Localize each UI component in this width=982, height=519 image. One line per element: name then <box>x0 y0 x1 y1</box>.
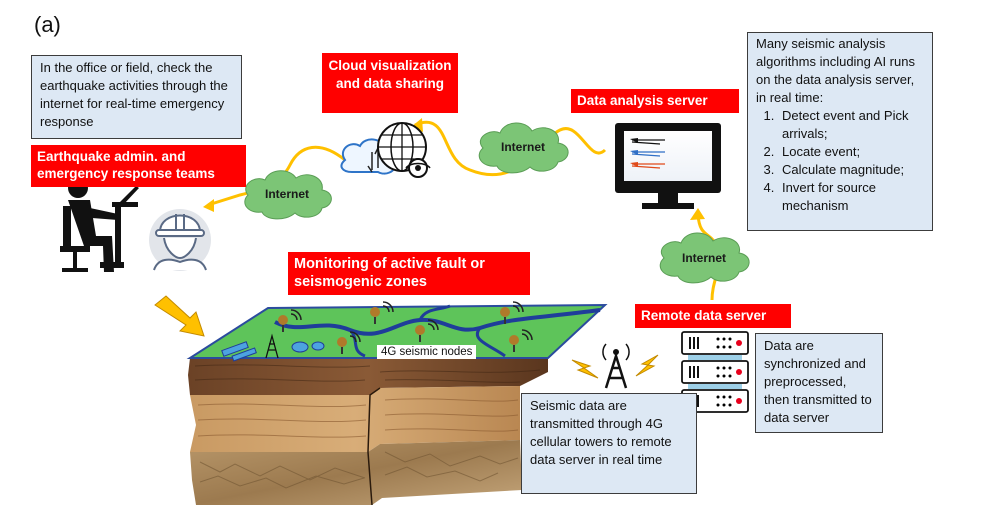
arrowheads <box>203 118 705 220</box>
internet-label: Internet <box>264 187 309 201</box>
cell-tower-icon <box>571 343 659 389</box>
analysis-step: Calculate magnitude; <box>778 161 924 179</box>
seismic-nodes <box>278 301 533 354</box>
seismic-node <box>278 309 302 332</box>
analysis-intro: Many seismic analysis algorithms includi… <box>756 36 915 105</box>
seismic-node <box>415 319 439 342</box>
fault-zone-map <box>186 303 608 362</box>
monitor-icon <box>615 123 721 209</box>
monitoring-label: Monitoring of active fault or seismogeni… <box>288 252 530 295</box>
layer-rock <box>190 440 522 505</box>
analysis-steps: Detect event and Pick arrivals; Locate e… <box>756 107 924 215</box>
internet-cloud <box>244 170 332 220</box>
person-at-desk-icon <box>60 178 139 272</box>
internet-cloud <box>478 122 569 174</box>
sync-info-box: Data are synchronized and preprocessed, … <box>755 333 883 433</box>
analysis-step: Detect event and Pick arrivals; <box>778 107 924 143</box>
geology-block <box>188 358 548 506</box>
analysis-step: Locate event; <box>778 143 924 161</box>
server-rack-icon <box>681 331 749 413</box>
seismic-node <box>509 329 533 352</box>
cloud-globe-icon <box>340 122 431 178</box>
server-unit <box>681 389 749 413</box>
analysis-step: Invert for source mechanism <box>778 179 924 215</box>
internet-clouds <box>244 122 750 284</box>
cloud-visualization-label: Cloud visualization and data sharing <box>322 53 458 113</box>
layer-dark-wood <box>188 358 548 395</box>
server-unit <box>681 360 749 384</box>
transmit-info-box: Seismic data are transmitted through 4G … <box>521 393 697 494</box>
office-info-box: In the office or field, check the earthq… <box>31 55 242 139</box>
panel-label: (a) <box>34 12 61 37</box>
remote-data-server-label: Remote data server <box>635 304 791 328</box>
data-analysis-server-label: Data analysis server <box>571 89 739 113</box>
seismic-node <box>500 301 524 324</box>
seismic-node <box>337 331 361 354</box>
engineer-icon <box>149 209 211 271</box>
seismic-node <box>370 301 394 324</box>
admin-teams-label: Earthquake admin. and emergency response… <box>31 145 246 187</box>
internet-label: Internet <box>681 251 726 265</box>
internet-label: Internet <box>500 140 545 154</box>
analysis-algorithms-box: Many seismic analysis algorithms includi… <box>747 32 933 231</box>
internet-cloud <box>659 232 750 284</box>
server-unit <box>681 331 749 355</box>
seismic-nodes-label: 4G seismic nodes <box>377 345 477 359</box>
big-gold-arrow <box>154 295 205 337</box>
